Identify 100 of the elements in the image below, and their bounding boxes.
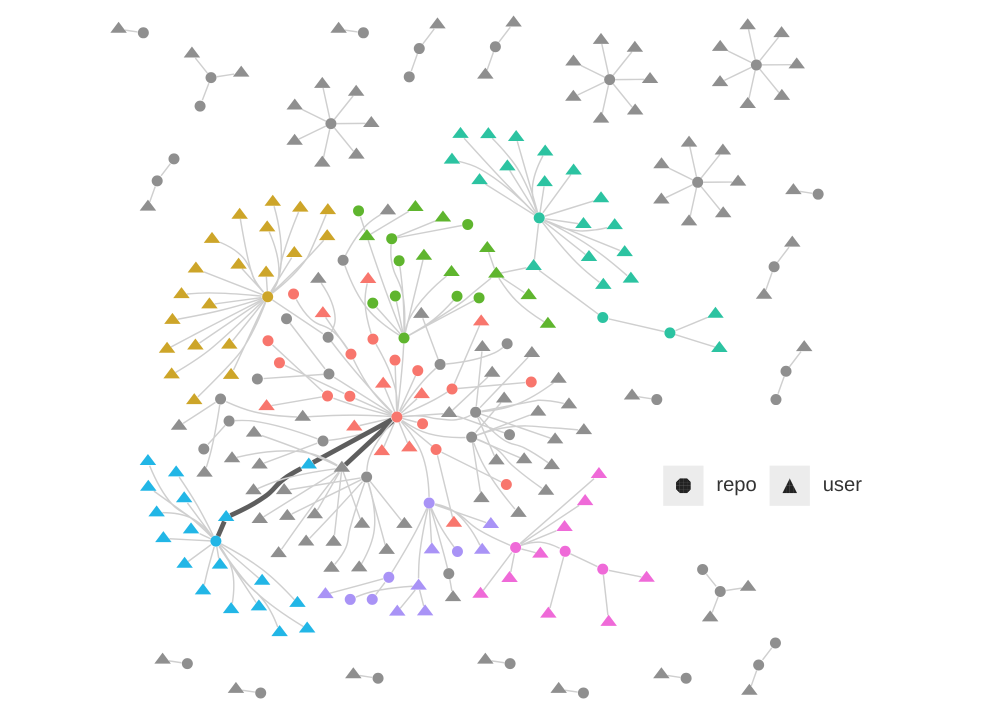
connector <box>492 138 538 213</box>
node-circle <box>366 594 378 605</box>
node-circle <box>358 27 369 38</box>
node-triangle <box>575 217 592 228</box>
connector <box>726 587 742 592</box>
connector <box>544 220 620 252</box>
node-circle <box>198 444 210 455</box>
connector <box>482 382 554 412</box>
node-circle <box>210 536 222 547</box>
connector <box>400 398 418 414</box>
connector <box>207 424 226 445</box>
node-triangle <box>550 372 567 383</box>
connector <box>759 36 780 62</box>
connector <box>169 538 210 542</box>
node-triangle <box>501 570 518 582</box>
node-triangle <box>712 75 728 86</box>
connector <box>520 504 580 544</box>
connector <box>477 417 495 456</box>
node-triangle <box>592 112 610 123</box>
node-triangle <box>300 458 318 468</box>
node-triangle <box>110 22 127 33</box>
connector <box>216 546 220 559</box>
connector <box>458 160 536 214</box>
node-circle <box>182 658 193 670</box>
node-triangle <box>279 508 296 520</box>
node-triangle <box>176 556 193 568</box>
connector <box>402 413 444 418</box>
node-triangle <box>520 288 537 300</box>
node-circle <box>344 390 356 402</box>
node-circle <box>383 572 394 583</box>
connector <box>473 442 516 510</box>
connector <box>422 28 435 44</box>
connector <box>270 212 300 293</box>
node-triangle <box>378 542 395 554</box>
connector <box>186 502 214 538</box>
connector <box>430 508 448 568</box>
node-triangle <box>479 240 496 252</box>
node-circle <box>386 233 398 244</box>
node-circle <box>578 687 589 698</box>
connector <box>724 66 752 82</box>
node-triangle <box>477 652 494 664</box>
node-triangle <box>626 104 644 115</box>
node-circle <box>262 291 274 302</box>
node-triangle <box>163 367 180 378</box>
connector <box>359 418 392 426</box>
connector <box>264 442 318 464</box>
connector <box>270 257 292 292</box>
node-circle <box>753 660 764 671</box>
connector <box>290 322 326 370</box>
connector <box>240 218 264 293</box>
connector <box>397 224 462 238</box>
connector <box>334 95 354 120</box>
connector <box>502 277 525 294</box>
node-circle <box>390 354 400 366</box>
node-triangle <box>477 68 494 79</box>
connector <box>472 442 482 492</box>
node-circle <box>412 365 424 376</box>
connector <box>520 530 557 546</box>
connector <box>398 375 416 412</box>
node-circle <box>322 390 333 402</box>
node-circle <box>252 374 263 384</box>
node-triangle <box>264 194 282 206</box>
node-triangle <box>616 245 633 256</box>
connector <box>220 543 295 600</box>
connector <box>366 420 394 471</box>
node-triangle <box>158 342 176 353</box>
node-circle <box>206 72 217 84</box>
connector <box>312 418 393 465</box>
connector <box>398 422 408 444</box>
connector <box>375 582 386 595</box>
node-circle <box>714 586 726 597</box>
connector <box>344 266 400 336</box>
connector <box>534 224 540 260</box>
connector <box>777 376 785 394</box>
connector <box>334 376 392 414</box>
connector <box>418 508 429 578</box>
connector <box>668 168 693 181</box>
connector <box>689 146 698 177</box>
connector <box>564 689 578 693</box>
connector <box>396 301 404 332</box>
connector <box>391 508 428 573</box>
node-triangle <box>536 175 553 186</box>
node-triangle <box>444 152 460 164</box>
connector <box>322 128 330 158</box>
node-circle <box>680 672 692 684</box>
connector <box>788 351 802 368</box>
node-triangle <box>164 312 181 324</box>
node-triangle <box>482 516 500 528</box>
node-triangle <box>184 46 200 58</box>
node-triangle <box>323 560 340 572</box>
node-triangle <box>784 236 801 247</box>
node-triangle <box>317 587 334 598</box>
node-triangle <box>505 16 522 27</box>
node-circle <box>224 416 235 427</box>
node-circle <box>560 546 571 557</box>
connector <box>765 272 773 290</box>
node-triangle <box>187 338 204 350</box>
node-circle <box>344 594 356 605</box>
connector <box>491 660 504 664</box>
connector <box>544 220 608 232</box>
